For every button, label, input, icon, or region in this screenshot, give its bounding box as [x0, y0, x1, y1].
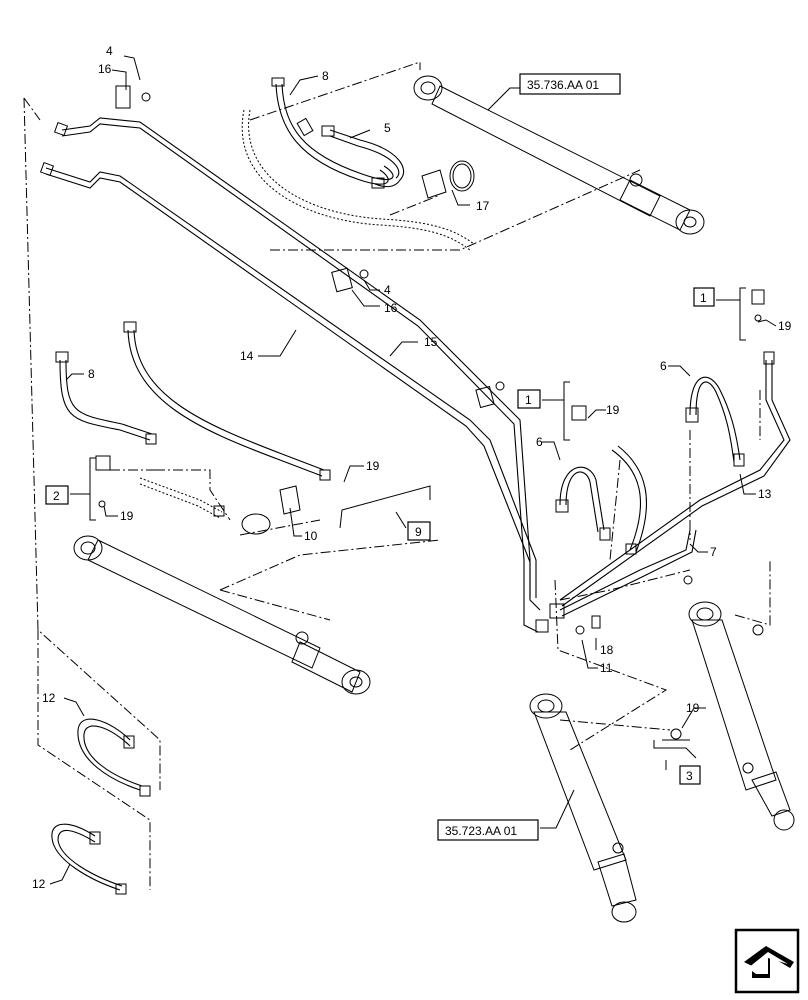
hose-long-left: [123, 321, 331, 481]
callout-8-left: 8: [88, 367, 95, 381]
box-9: [407, 521, 431, 541]
ref-box-top: [519, 73, 621, 95]
boxed-callouts: 9 3 1 1 2: [45, 287, 715, 785]
callout-17: 17: [476, 199, 490, 213]
callout-14: 14: [240, 349, 254, 363]
elbow-fitting-left: [95, 455, 111, 508]
box-3: [679, 765, 701, 785]
hose-5: [321, 125, 405, 189]
callout-11: 11: [600, 661, 613, 675]
callout-4-top: 4: [106, 44, 113, 58]
callout-6-left: 6: [536, 435, 543, 449]
callout-4-mid: 4: [384, 283, 391, 297]
callout-12-lower: 12: [32, 877, 46, 891]
ref-bottom-label: 35.723.AA 01: [445, 824, 517, 838]
clip-bracket-mid: [331, 267, 369, 293]
tee-fittings: [535, 575, 693, 635]
lift-cylinder-right: [688, 601, 795, 831]
clamp-17: [421, 160, 475, 199]
tube-7: [559, 529, 697, 617]
ref-top-label: 35.736.AA 01: [527, 78, 599, 92]
box-2: [45, 485, 69, 505]
clip-bracket-right: [475, 381, 505, 409]
callout-19-bottom: 19: [686, 701, 700, 715]
box-1-top: [693, 287, 715, 307]
callout-13: 13: [758, 487, 772, 501]
callout-6-right: 6: [660, 359, 667, 373]
callout-16-mid: 16: [384, 301, 398, 315]
callout-19-left: 19: [120, 509, 134, 523]
lift-cylinder-left: [529, 693, 682, 923]
tube-end-fittings-left: [39, 121, 69, 177]
box-9-label: 9: [415, 525, 422, 539]
hydraulic-cylinder-left: [73, 535, 371, 695]
rigid-tube-15: [45, 167, 537, 598]
callout-19-left-mid: 19: [366, 459, 380, 473]
box-1-top-label: 1: [700, 291, 707, 305]
ref-box-bottom: [437, 819, 539, 841]
box-2-label: 2: [53, 489, 60, 503]
next-page-arrow-icon[interactable]: [734, 928, 800, 994]
callout-7: 7: [710, 545, 717, 559]
hose-6-right: [685, 376, 745, 467]
callout-5: 5: [384, 121, 391, 135]
leader-lines: [49, 55, 777, 885]
callout-10: 10: [304, 529, 318, 543]
hose-6-left: [555, 466, 611, 541]
hose-12-upper: [77, 718, 151, 797]
hose-middle: [611, 445, 647, 555]
box-1-mid-label: 1: [525, 393, 532, 407]
box-3-label: 3: [686, 769, 693, 783]
hose-8-left: [55, 351, 157, 445]
elbow-fitting-right: [571, 289, 765, 421]
ghost-hose-top: [241, 109, 475, 251]
callout-labels: 4 16 8 5 17 4 16 14 15 8 19 19 10 6 19 6…: [32, 44, 792, 891]
clamp-10: [241, 485, 301, 535]
callout-8-top: 8: [322, 69, 329, 83]
clip-bracket-top: [115, 85, 151, 109]
callout-15: 15: [424, 335, 438, 349]
rigid-tube-13: [559, 351, 791, 607]
rigid-tube-14: [61, 117, 541, 633]
callout-12-upper: 12: [42, 691, 56, 705]
hose-ghost-left: [139, 477, 225, 519]
assembly-boundary-lines: [23, 61, 771, 890]
callout-16-top: 16: [98, 62, 112, 76]
callout-19-right-mid: 19: [606, 403, 620, 417]
hose-8-top: [271, 77, 394, 185]
hydraulic-cylinder-top: [413, 75, 705, 235]
box-1-mid: [517, 389, 541, 409]
hose-12-lower: [51, 823, 127, 895]
callout-18: 18: [600, 643, 614, 657]
callout-19-top-right: 19: [778, 319, 792, 333]
reference-boxes: 35.736.AA 01 35.723.AA 01: [437, 73, 621, 841]
